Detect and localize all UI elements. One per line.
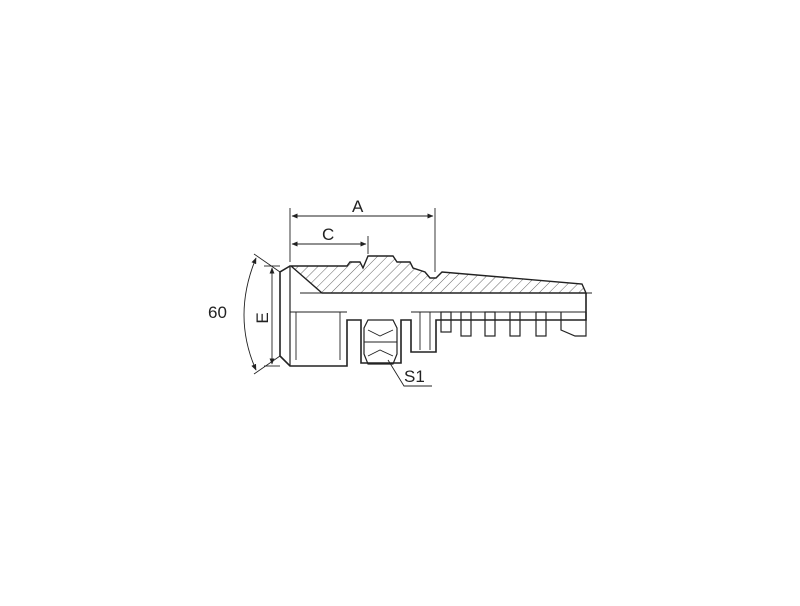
- hose-barbs: [411, 311, 587, 350]
- angle-dimension: 60: [208, 253, 281, 375]
- dimension-a-label: A: [352, 197, 364, 216]
- hex-corner-bottom: [367, 349, 394, 357]
- lower-half: [279, 265, 587, 367]
- hex-size-label: S1: [404, 367, 425, 386]
- dimension-e-label: E: [253, 312, 272, 323]
- dimension-c: C: [291, 225, 369, 254]
- angle-label: 60: [208, 303, 227, 322]
- upper-section: [289, 255, 588, 294]
- dimension-a: A: [289, 197, 436, 272]
- hex-nut: [363, 319, 398, 365]
- dimension-c-label: C: [322, 225, 334, 244]
- hex-corner-top: [367, 329, 394, 337]
- upper-section-hatch: [289, 255, 588, 294]
- lower-outline: [279, 265, 587, 367]
- hex-size-callout: S1: [387, 359, 432, 387]
- dimension-e: E: [253, 265, 280, 367]
